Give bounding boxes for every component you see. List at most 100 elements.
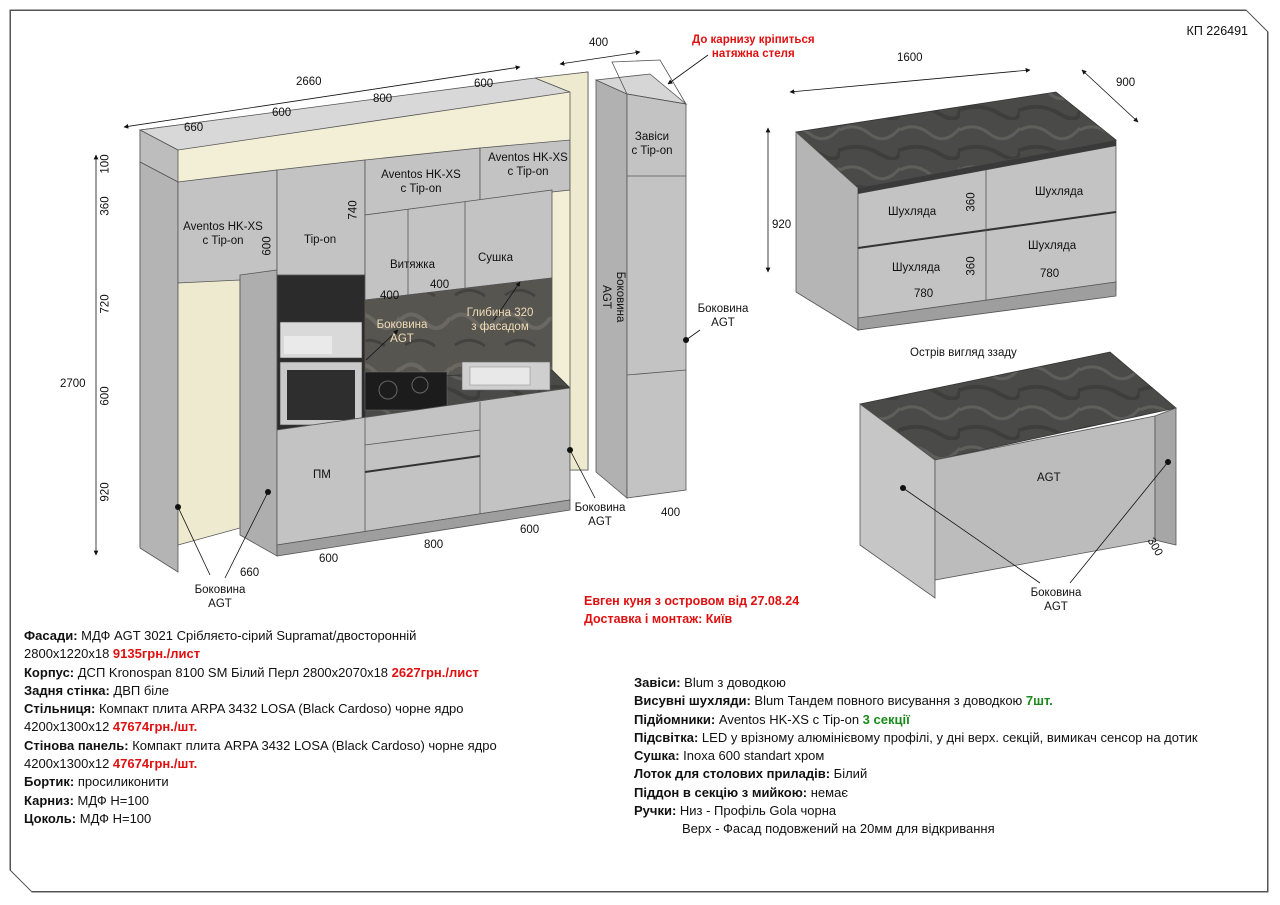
spec-key: Стільниця: [24,701,96,717]
cooktop [364,371,448,411]
dim-total-height: 2700 [60,378,86,390]
spec-key: Ручки: [634,803,677,819]
spec-key: Сушка: [634,748,680,764]
label-line: с Tip-on [202,235,244,247]
island-back-dimensions [902,461,1169,584]
dim-360-island: 360 [965,256,978,276]
spec-text: Inoxa 600 standart хром [679,748,825,764]
spec-text: Компакт плита ARPA 3432 LOSA (Black Card… [95,701,464,717]
spec-key: Корпус: [24,664,75,680]
label-side-agt-island: Боковина AGT [1026,586,1086,614]
label-line: с Tip-on [631,145,673,157]
dim-360-island: 360 [965,192,978,212]
label-line: AGT [600,285,612,309]
label-line: Aventos HK-XS [183,221,263,233]
delivery-info: Доставка і монтаж: Київ [584,612,733,626]
spec-row: Цоколь: МДФ Н=100 [24,810,497,828]
spec-row: Підйомники: Aventos HK-XS с Tip-on 3 сек… [634,711,1198,729]
spec-text: МДФ Н=100 [76,810,152,826]
label-line: Боковина [574,502,626,514]
dim-400-hood: 400 [380,290,400,302]
document-code: КП 226491 [1186,24,1248,38]
label-line: Завіси [634,131,670,143]
island-front-dimensions [765,68,1139,273]
label-line: з фасадом [471,321,529,333]
spec-text: просиликонити [74,774,169,790]
tip-on-cabinet [276,159,366,284]
spec-row: Карниз: МДФ Н=100 [24,792,497,810]
ceiling-note-line: До карнизу кріпиться [692,34,815,46]
dim-780: 780 [914,288,934,300]
spec-key: Підйомники: [634,711,716,727]
label-line: AGT [390,333,414,345]
spec-price: 47674грн./шт. [112,756,198,772]
dim-600-bottom-right: 600 [520,524,540,536]
dim-900: 900 [1116,77,1136,89]
marker-dot [265,489,271,495]
marker-dot [175,504,181,510]
label-line: Боковина [194,584,246,596]
spec-text: 4200х1300х12 [24,719,113,735]
spec-row: Верх - Фасад подовжений на 20мм для відк… [634,820,1198,838]
label-aventos-right: Aventos HK-XS с Tip-on [485,151,571,179]
dim-660-bottom: 660 [240,567,260,579]
spec-key: Підсвітка: [634,729,699,745]
dim-720: 720 [99,294,112,314]
inner-side-panel [239,269,278,557]
dim-total-width: 2660 [296,76,322,88]
label-line: AGT [1044,601,1068,613]
label-drawer: Шухляда [888,206,937,218]
spec-price: 47674грн./шт. [112,719,198,735]
label-side-agt-bottom: Боковина AGT [570,501,630,529]
label-drawer: Шухляда [1028,240,1077,252]
dim-600-left: 600 [99,386,112,406]
spec-row: 4200х1300х12 47674грн./шт. [24,718,497,736]
label-depth: Глибина 320 з фасадом [462,306,538,334]
dim-400-bottom: 400 [661,507,681,519]
label-agt: AGT [1037,472,1061,484]
dim-600-top: 600 [272,107,292,119]
label-tip-on: Tip-on [304,234,337,246]
kitchen-dimensions [93,50,709,579]
dim-800-top: 800 [373,93,393,105]
dim-1600: 1600 [897,52,923,64]
spec-quantity: 3 секції [862,711,910,727]
island-back-drawing [859,351,1177,599]
dim-800-bottom: 800 [424,539,444,551]
spec-key: Цоколь: [24,810,77,826]
spec-row: Лоток для столових приладів: Білий [634,765,1198,783]
spec-key: Стінова панель: [24,737,129,753]
spec-text: Blum Тандем повного висування з доводкою [750,693,1026,709]
spec-key: Фасади: [24,628,78,643]
spec-key: Задня стінка: [24,682,110,698]
label-line: Боковина [697,303,749,315]
label-line: с Tip-on [400,183,442,195]
spec-row: Підсвітка: LED у врізному алюмінієвому п… [634,729,1198,747]
spec-row: Фасади: МДФ AGT 3021 Срібляєто-сірий Sup… [24,627,497,645]
left-side-panel [139,161,179,573]
spec-text: Білий [830,766,868,782]
spec-row: Стільниця: Компакт плита ARPA 3432 LOSA … [24,700,497,718]
label-side-agt-vertical: Боковина AGT [599,262,627,332]
label-dryer: Сушка [478,252,513,264]
spec-key: Карниз: [24,792,74,808]
dim-740: 740 [347,200,360,220]
ceiling-note: До карнизу кріпиться натяжна стеля [692,33,815,61]
dim-600-bottom: 600 [319,553,339,565]
spec-row: Стінова панель: Компакт плита ARPA 3432 … [24,737,497,755]
spec-text: МДФ AGT 3021 Срібляєто-сірий Supramat/дв… [77,628,417,643]
dim-920-left: 920 [99,482,112,502]
label-side-agt-inner: Боковина AGT [370,318,434,346]
label-hinges: Завіси с Tip-on [626,130,678,158]
frame-border [9,9,1269,893]
spec-text: 4200х1300х12 [24,756,113,772]
dim-100: 100 [99,154,112,174]
island-back-caption: Острів вигляд ззаду [910,347,1017,359]
label-line: Aventos HK-XS [488,152,568,164]
label-line: AGT [588,516,612,528]
spec-key: Лоток для столових приладів: [634,766,831,782]
spec-text: МДФ Н=100 [73,792,150,808]
label-hood: Витяжка [390,259,435,271]
label-pm: ПМ [313,469,331,481]
dim-600-side: 600 [261,236,274,256]
